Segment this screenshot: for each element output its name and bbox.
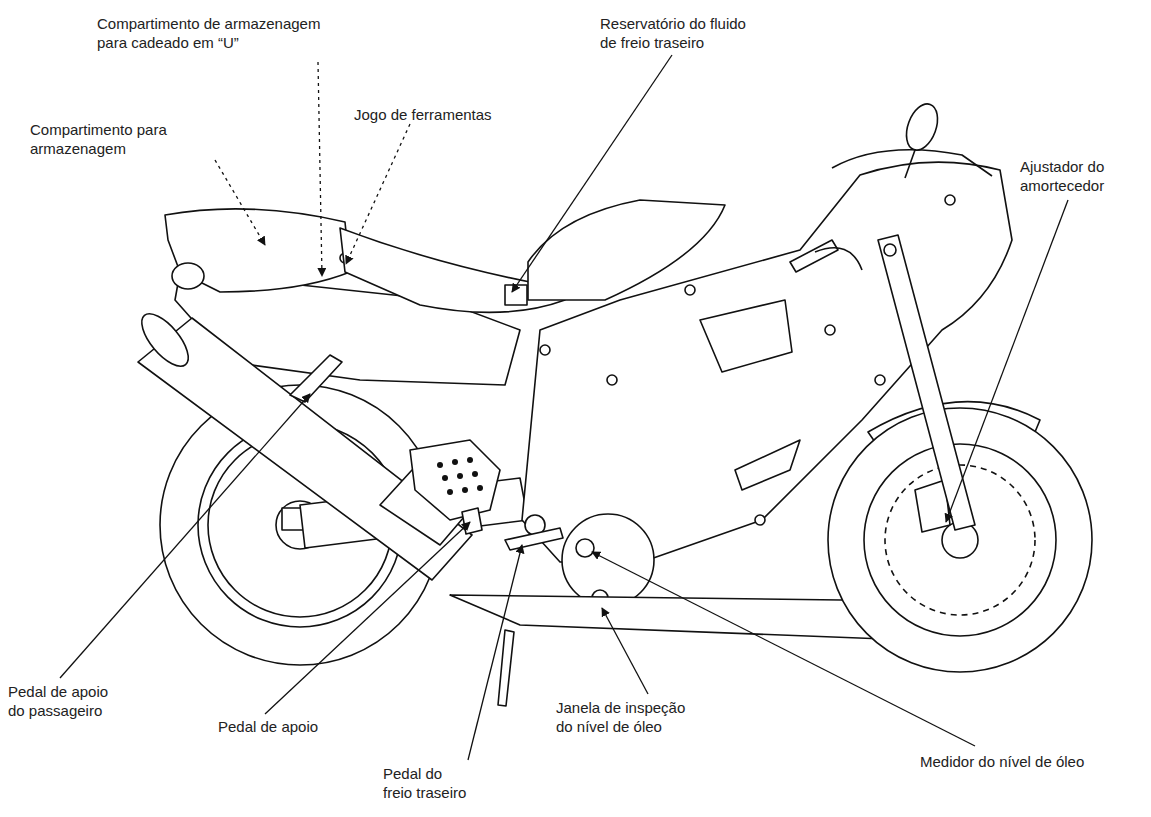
part-label: Compartimento para armazenagem — [30, 120, 178, 158]
side-stand — [498, 630, 514, 706]
leader-line — [468, 545, 522, 760]
brake-pedal — [505, 528, 563, 550]
side-fairing — [522, 162, 1012, 562]
bracket-hole — [472, 471, 478, 477]
part-label: Compartimento de armazenagem para cadead… — [97, 14, 329, 52]
tail-cowl — [165, 209, 350, 292]
part-label: Jogo de ferramentas — [354, 105, 492, 124]
leader-line — [592, 552, 975, 746]
bracket-hole — [452, 459, 458, 465]
part-label: Pedal de apoio do passageiro — [8, 682, 120, 720]
leader-line — [512, 55, 672, 292]
bracket-hole — [457, 473, 463, 479]
front-tire — [828, 408, 1092, 672]
muffler-end — [134, 306, 197, 373]
fork-cap — [884, 244, 896, 256]
part-label: Pedal do freio traseiro — [383, 764, 471, 802]
rider-footpeg — [462, 508, 482, 534]
brake-lever — [815, 248, 862, 270]
fairing-vent — [700, 300, 792, 372]
part-label: Janela de inspeção do nível de óleo — [556, 698, 696, 736]
leader-lines — [60, 55, 1068, 760]
bolt — [825, 325, 835, 335]
leader-line — [60, 394, 310, 678]
part-label: Pedal de apoio — [218, 717, 318, 736]
bolt — [945, 195, 955, 205]
bracket-hole — [477, 485, 483, 491]
leader-line — [602, 608, 648, 694]
leader-line — [215, 160, 265, 245]
front-fork — [878, 235, 975, 530]
bracket-hole — [447, 489, 453, 495]
bolt — [540, 345, 550, 355]
bolt — [875, 375, 885, 385]
handlebar-grip — [790, 240, 838, 272]
bracket-hole — [442, 475, 448, 481]
footpeg-bracket — [410, 440, 500, 520]
leader-line — [346, 124, 410, 264]
part-label: Ajustador do amortecedor — [1020, 157, 1120, 195]
motorcycle-drawing — [134, 100, 1092, 706]
bracket-hole — [462, 487, 468, 493]
part-label: Medidor do nível de óleo — [920, 752, 1084, 771]
leader-line — [318, 62, 322, 276]
mirror — [901, 100, 944, 155]
windscreen — [832, 150, 992, 176]
bolt — [685, 285, 695, 295]
tail-light — [172, 263, 204, 289]
oil-dipstick — [576, 539, 594, 557]
mirror-stalk — [905, 150, 915, 178]
lower-vent — [735, 440, 800, 490]
part-label: Reservatório do fluido de freio traseiro — [600, 14, 755, 52]
bracket-hole — [467, 457, 473, 463]
bracket-hole — [437, 462, 443, 468]
brake-reservoir — [505, 285, 527, 305]
leader-line — [265, 522, 470, 714]
bolt — [607, 375, 617, 385]
passenger-footpeg — [290, 355, 342, 402]
bolt — [755, 515, 765, 525]
leader-line — [946, 200, 1068, 522]
